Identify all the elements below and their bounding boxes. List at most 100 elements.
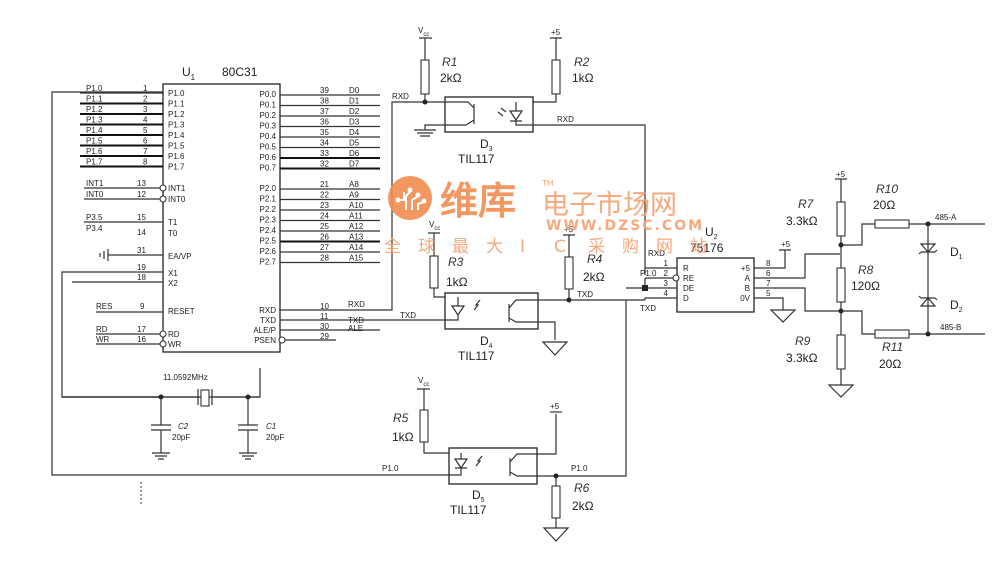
watermark-tagline-char: 采 bbox=[588, 237, 605, 257]
light-emission-icon bbox=[475, 455, 483, 467]
continuation-dots bbox=[140, 482, 142, 504]
port1-net-label: P1.6 bbox=[86, 147, 103, 156]
ea-ground-icon bbox=[99, 249, 163, 261]
r6-ref: R6 bbox=[574, 481, 590, 495]
led-icon bbox=[508, 102, 646, 275]
pin-name: RD bbox=[168, 330, 180, 339]
r10-ref: R10 bbox=[876, 182, 898, 196]
phototransistor-icon bbox=[509, 300, 627, 477]
pin-number: 10 bbox=[320, 302, 329, 311]
pin-number: 6 bbox=[766, 269, 771, 278]
c2-capacitor-icon bbox=[151, 397, 171, 453]
pin-number: 11 bbox=[320, 312, 329, 321]
pin-name: P1.3 bbox=[168, 121, 185, 130]
r10-value: 20Ω bbox=[873, 198, 895, 212]
d3-part: TIL117 bbox=[458, 152, 495, 166]
watermark-tagline-char: 大 bbox=[486, 237, 503, 257]
inversion-bubble bbox=[159, 330, 167, 338]
watermark-tagline-char: 站 bbox=[690, 237, 707, 257]
r9-resistor-icon bbox=[836, 334, 846, 370]
address-bus-label: A15 bbox=[349, 254, 364, 263]
light-emission-icon bbox=[473, 299, 481, 311]
inversion-bubble bbox=[159, 184, 167, 192]
pin-name: P0.0 bbox=[260, 90, 277, 99]
pin-name: X1 bbox=[168, 269, 178, 278]
pin-name: X2 bbox=[168, 279, 178, 288]
ground-icon bbox=[541, 341, 569, 356]
vcc-label: Vcc bbox=[418, 26, 429, 38]
r1-value: 2kΩ bbox=[440, 71, 462, 85]
watermark-brand: 维库 bbox=[440, 179, 516, 223]
watermark-tagline-char: 购 bbox=[622, 237, 639, 257]
watermark-url: WWW.DZSC.COM bbox=[546, 218, 704, 234]
pin-number: 8 bbox=[766, 259, 771, 268]
psen-inversion-bubble bbox=[278, 336, 286, 344]
ground-icon bbox=[769, 309, 797, 323]
watermark-tagline-char: 球 bbox=[418, 237, 435, 257]
txd-net-label: TXD bbox=[348, 316, 364, 325]
pin-number: 9 bbox=[140, 302, 145, 311]
pin-name: RXD bbox=[259, 306, 276, 315]
u2-body bbox=[676, 257, 755, 313]
watermark-tagline-char: 最 bbox=[452, 237, 469, 257]
u2-part: 75176 bbox=[690, 241, 724, 255]
u2-a-wire bbox=[754, 253, 840, 279]
pin-name: P0.7 bbox=[260, 164, 277, 173]
r6-resistor-icon bbox=[551, 485, 561, 519]
vcc-rail-icon bbox=[428, 232, 440, 256]
rw-net-label: WR bbox=[96, 335, 110, 344]
pin-name: P1.2 bbox=[168, 110, 185, 119]
r4-resistor-icon bbox=[564, 256, 574, 290]
u1-part: 80C31 bbox=[222, 65, 258, 79]
crystal-icon bbox=[200, 389, 210, 407]
watermark-tm: TM bbox=[541, 179, 554, 188]
r7-ref: R7 bbox=[798, 197, 815, 211]
plus5-label: +5 bbox=[550, 402, 560, 411]
pin-name: P0.2 bbox=[260, 111, 277, 120]
pin-name: T1 bbox=[168, 218, 178, 227]
r2-resistor-icon bbox=[551, 59, 561, 95]
d4-ref: D4 bbox=[480, 334, 493, 350]
pin-name: P2.2 bbox=[260, 205, 277, 214]
data-bus-label: D6 bbox=[349, 149, 360, 158]
pin-number: 28 bbox=[320, 254, 329, 263]
led-icon bbox=[448, 453, 469, 476]
data-bus-label: D4 bbox=[349, 128, 360, 137]
plus5-rail-icon bbox=[550, 37, 562, 60]
port1-net-label: P1.5 bbox=[86, 137, 103, 146]
r10-lead bbox=[841, 223, 875, 246]
c2-ref: C2 bbox=[178, 422, 189, 431]
r4-ref: R4 bbox=[587, 252, 603, 266]
r1-ref: R1 bbox=[442, 55, 457, 69]
pin-name: WR bbox=[168, 340, 182, 349]
watermark-tagline-char: 全 bbox=[384, 237, 401, 257]
vcc-label: Vcc bbox=[418, 376, 429, 388]
pin-name: P1.1 bbox=[168, 100, 185, 109]
d4-part: TIL117 bbox=[458, 349, 495, 363]
r9-ref: R9 bbox=[795, 334, 811, 348]
led-icon bbox=[445, 297, 466, 321]
bias-network: +5 R7 3.3kΩ R8 120Ω R9 3.3kΩ R10 20Ω 485… bbox=[786, 170, 985, 398]
p10-out-label: P1.0 bbox=[571, 464, 588, 473]
pin-name: RE bbox=[683, 274, 694, 283]
pin-name: EA/VP bbox=[168, 252, 192, 261]
u2-vcc-wire bbox=[754, 249, 791, 269]
pin-name: R bbox=[683, 264, 689, 273]
pin-number: 29 bbox=[320, 332, 329, 341]
d4-body bbox=[444, 292, 539, 330]
c1-ref: C1 bbox=[266, 422, 276, 431]
pin-name: P2.3 bbox=[260, 216, 277, 225]
pin-name: P1.7 bbox=[168, 163, 185, 172]
r9-value: 3.3kΩ bbox=[786, 351, 818, 365]
plus5-rail-icon bbox=[563, 234, 575, 257]
pin-number: 13 bbox=[137, 179, 146, 188]
port1-net-label: P1.3 bbox=[86, 116, 103, 125]
vcc-label: Vcc bbox=[429, 220, 440, 232]
pin-name: INT0 bbox=[168, 195, 186, 204]
txd-label: TXD bbox=[400, 311, 416, 320]
u1-ref: U1 bbox=[182, 65, 196, 82]
pin-number: 1 bbox=[664, 259, 669, 268]
ground-icon bbox=[152, 452, 170, 460]
watermark-logo-icon bbox=[388, 176, 432, 220]
